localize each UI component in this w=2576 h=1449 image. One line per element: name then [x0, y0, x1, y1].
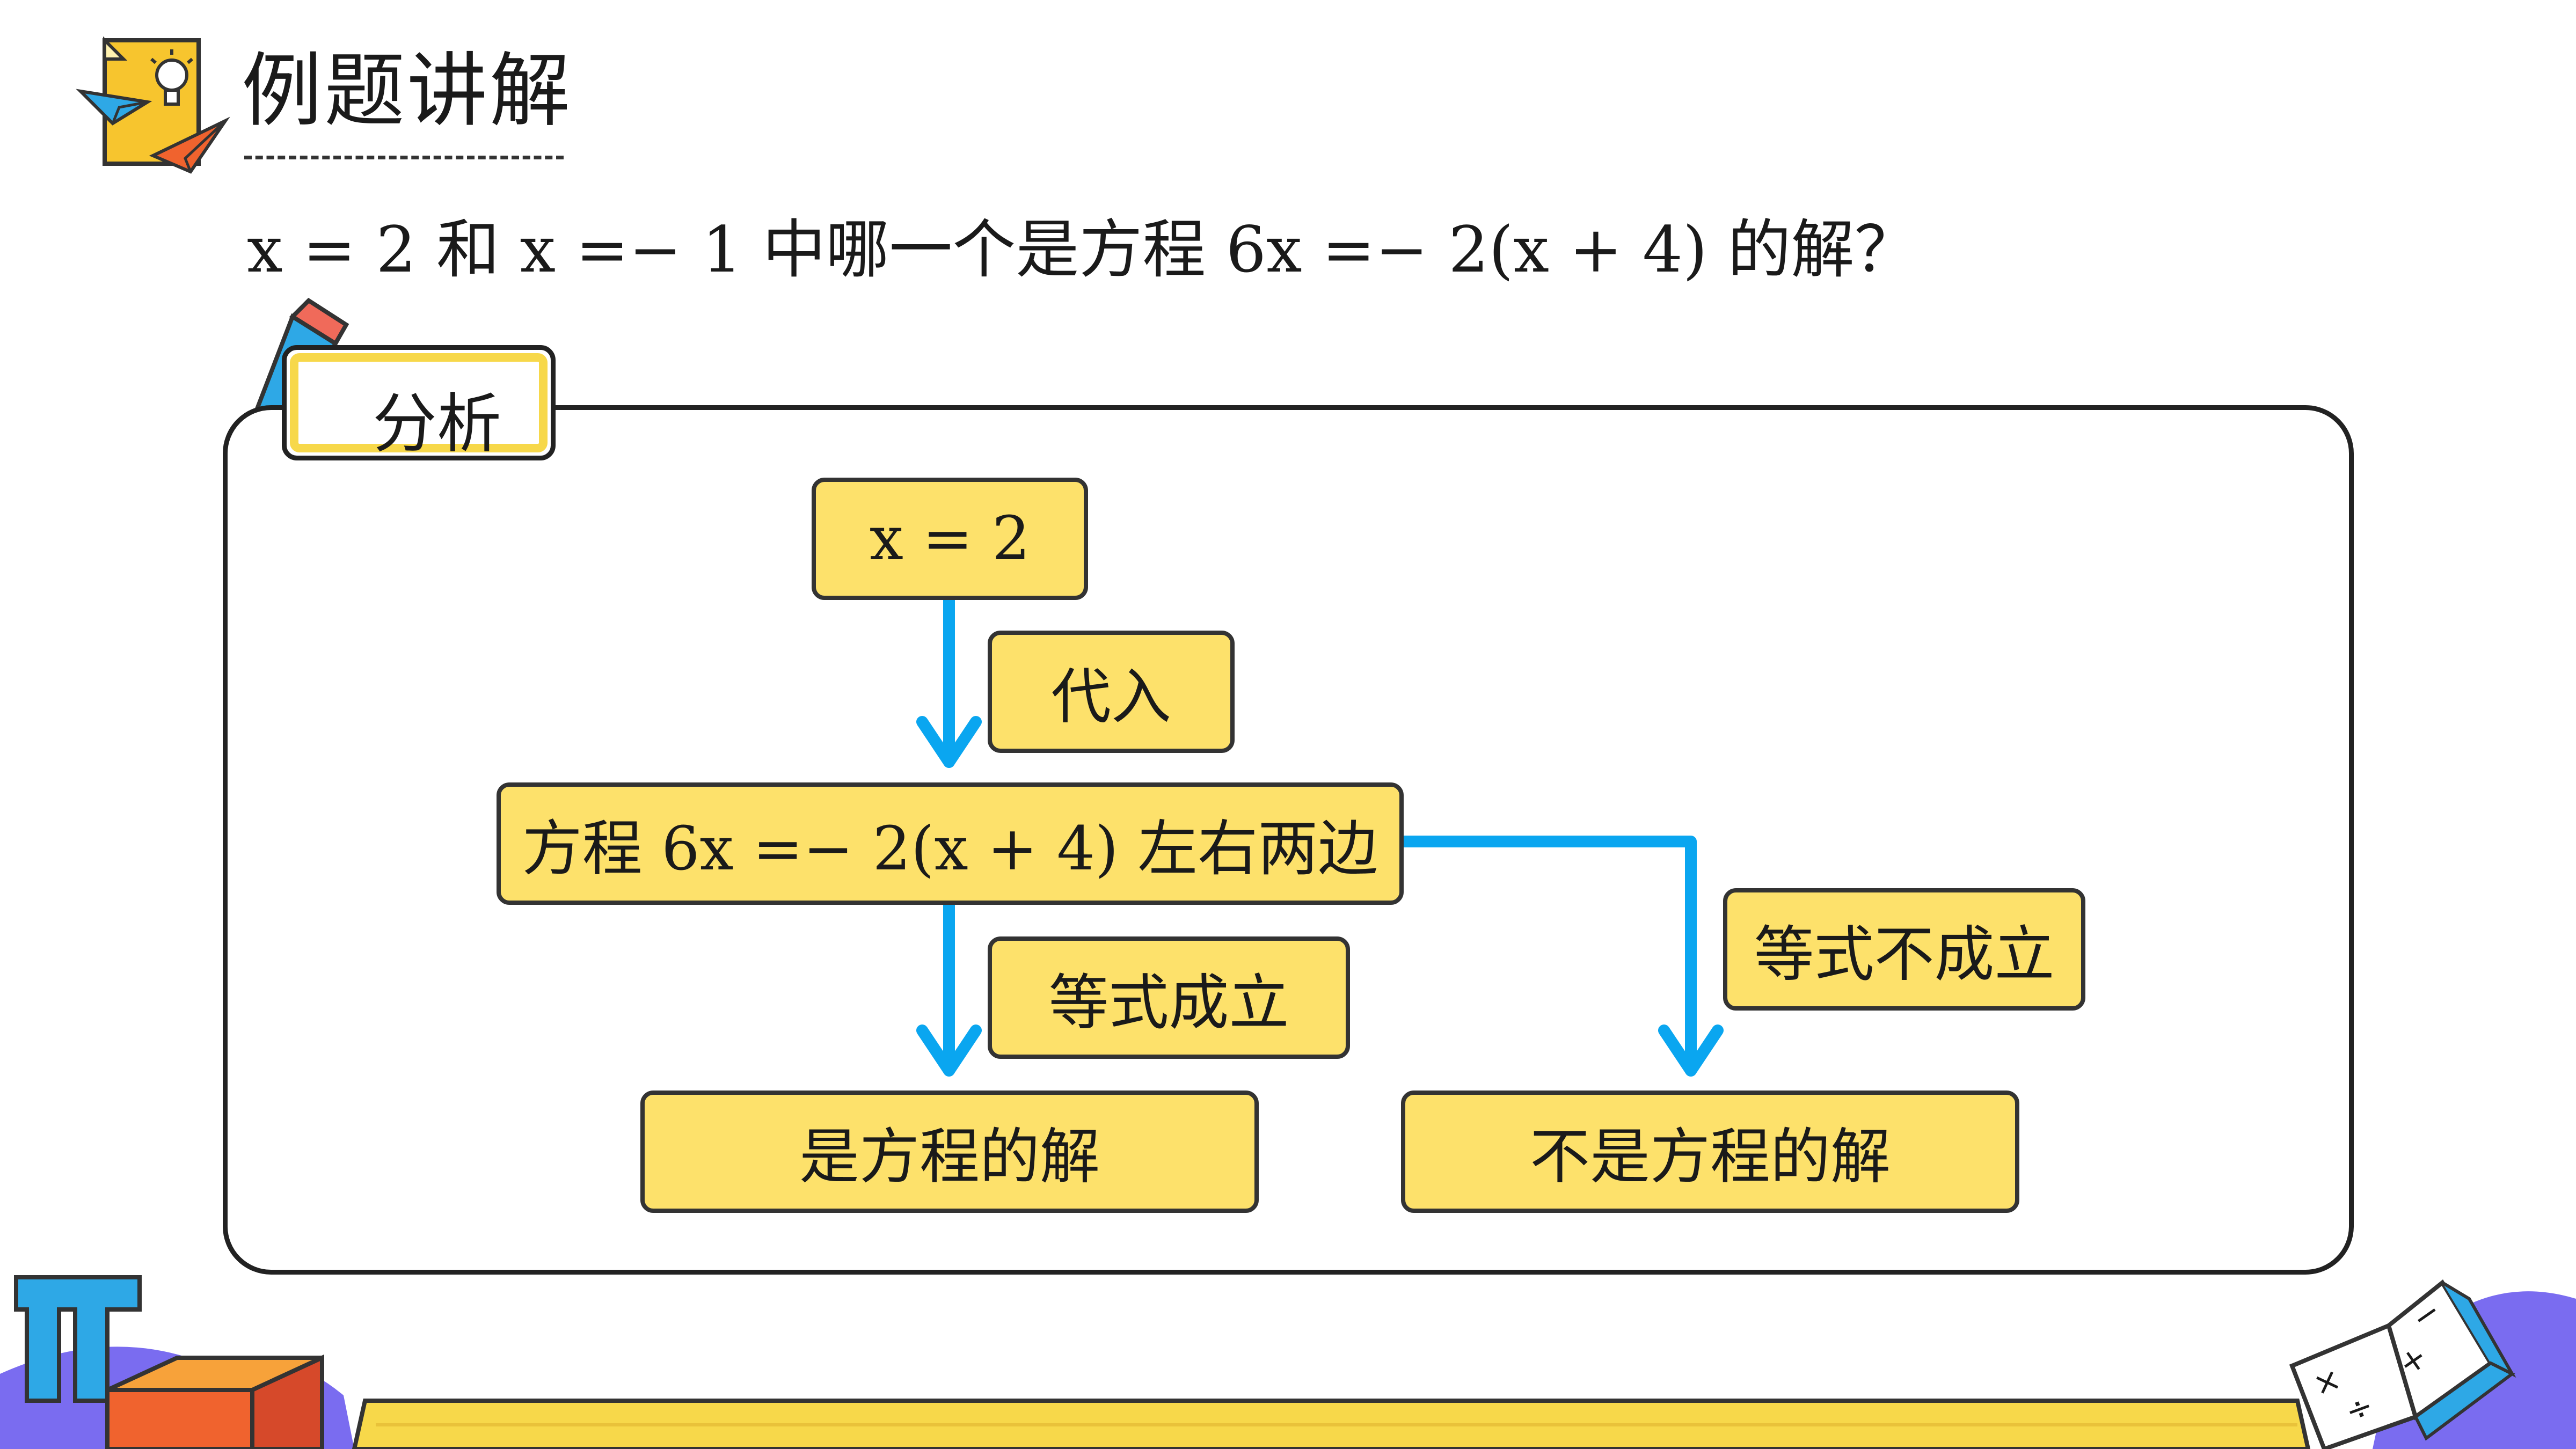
paper-plane-blue-icon: [76, 89, 152, 126]
question-text: x = 2 和 x =− 1 中哪一个是方程 6x =− 2(x + 4) 的解…: [247, 213, 1918, 287]
arrow-equation-to-solution-head: [916, 1024, 982, 1077]
flow-label-not-holds: 等式不成立: [1723, 888, 2085, 1011]
arrow-equation-to-not-solution: [1396, 836, 1697, 1077]
paper-plane-orange-icon: [149, 116, 230, 174]
analysis-tag-inner: [290, 353, 548, 452]
flow-label-holds: 等式成立: [988, 936, 1350, 1059]
analysis-tag-label: 分析: [373, 387, 501, 462]
title-underline: [244, 156, 564, 159]
arrow-equation-to-not-solution-head: [1658, 1024, 1724, 1077]
flow-label-substitute: 代入: [988, 631, 1235, 753]
flow-box-start: x = 2: [812, 478, 1088, 600]
flow-box-equation: 方程 6x =− 2(x + 4) 左右两边: [497, 782, 1404, 905]
analysis-tag: 分析: [282, 345, 556, 462]
flow-box-not-solution: 不是方程的解: [1401, 1091, 2019, 1213]
pi-symbol-icon: [14, 1275, 142, 1403]
paper-lightbulb-icon: [103, 36, 201, 166]
open-book-icon: [2289, 1279, 2516, 1449]
bottom-band-decor: [352, 1399, 2311, 1449]
page-title: 例题讲解: [242, 45, 573, 138]
arrow-start-to-equation-head: [916, 716, 982, 768]
flow-box-is-solution: 是方程的解: [640, 1091, 1259, 1213]
